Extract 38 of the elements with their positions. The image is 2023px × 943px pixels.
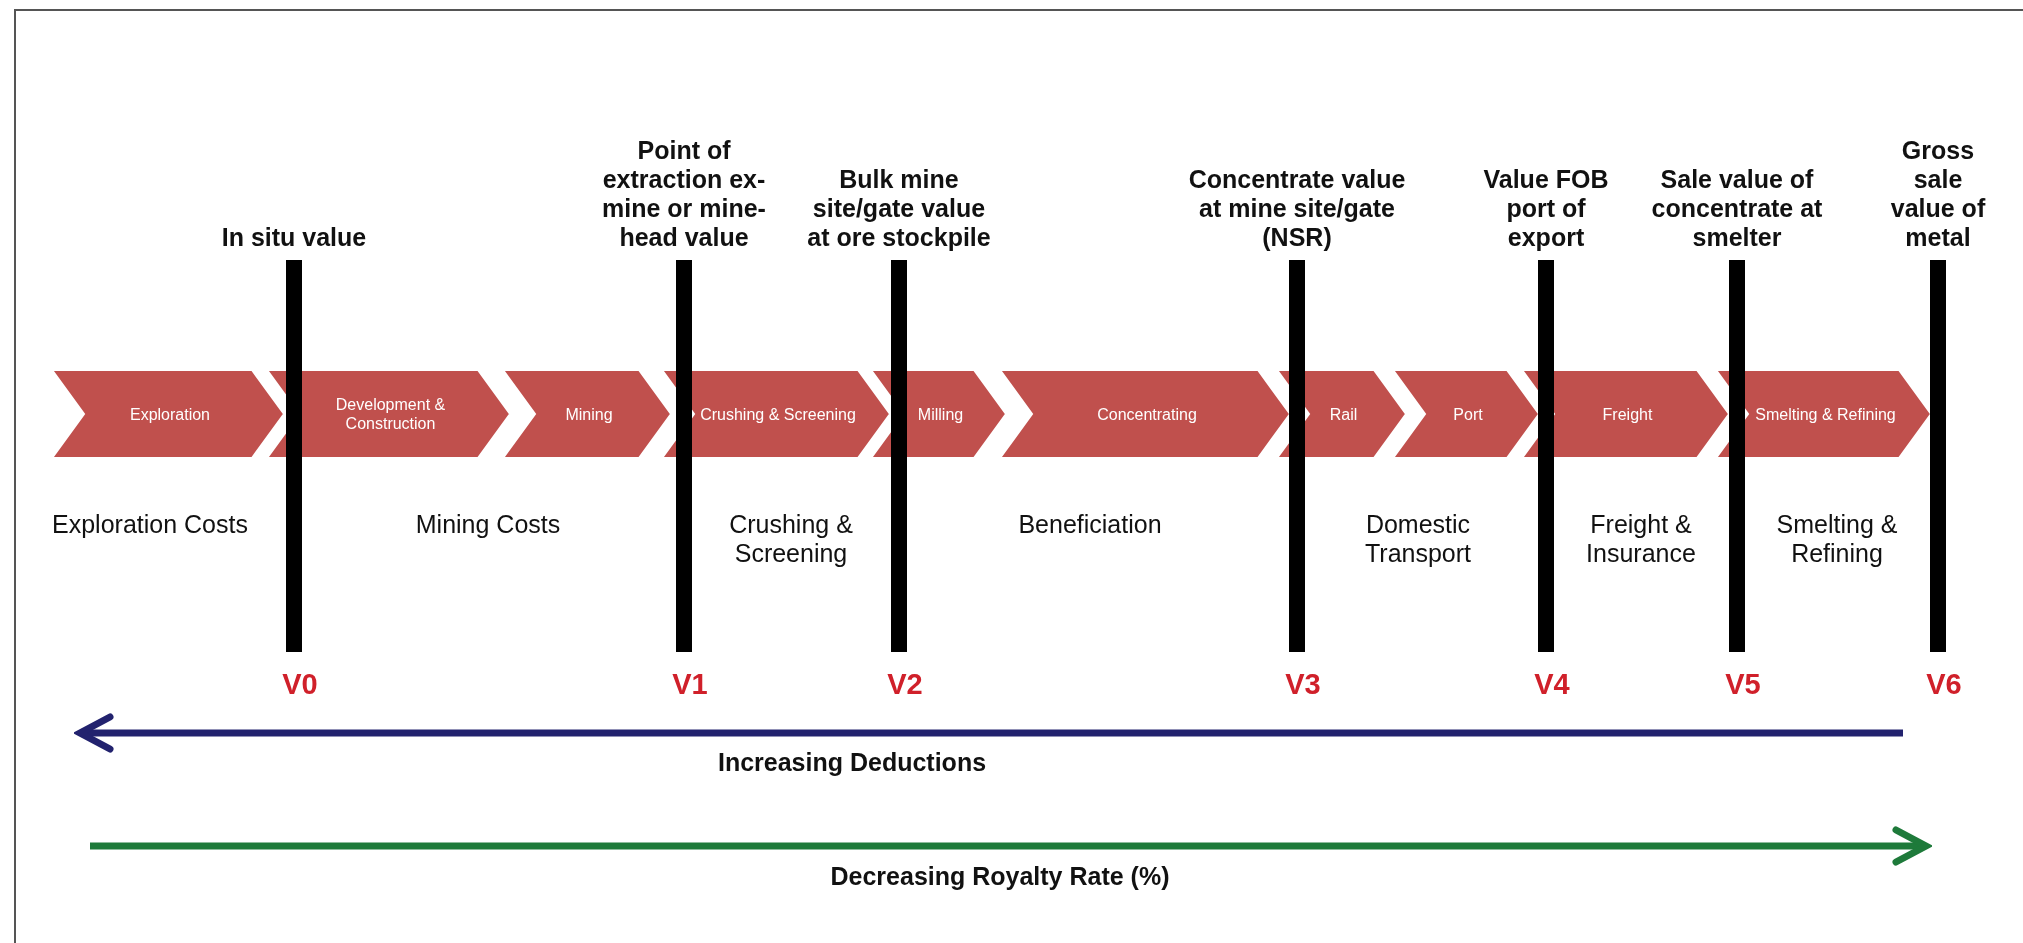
cost-stage-label: Exploration Costs	[51, 510, 249, 539]
chevron-step	[1522, 370, 1729, 458]
step-label: Freight	[1602, 404, 1653, 424]
value-point-heading: In situ value	[220, 223, 368, 252]
chevron-step	[52, 370, 284, 458]
step-label: Exploration	[129, 404, 210, 424]
cost-stage-label: Smelting & Refining	[1775, 510, 1899, 568]
value-point-heading: Bulk mine site/gate value at ore stockpile	[806, 165, 992, 252]
step-label: Smelting & Refining	[1755, 404, 1896, 424]
step-label: Milling	[917, 404, 964, 424]
step-label: Concentrating	[1097, 404, 1197, 424]
cost-stage-label: Beneficiation	[1017, 510, 1163, 539]
arrow-label: Decreasing Royalty Rate (%)	[829, 862, 1171, 891]
cost-stage-label: Domestic Transport	[1363, 510, 1473, 568]
value-marker-label: V4	[1533, 668, 1571, 701]
value-point-heading: Gross sale value of metal	[1889, 136, 1987, 252]
cost-stage-label: Freight & Insurance	[1585, 510, 1697, 568]
value-point-heading: Sale value of concentrate at smelter	[1650, 165, 1824, 252]
chevron-step	[503, 370, 671, 458]
chevron-step	[267, 370, 510, 458]
step-label: Development & Construction	[334, 395, 447, 433]
step-label: Crushing & Screening	[700, 404, 856, 424]
cost-stage-label: Mining Costs	[414, 510, 562, 539]
value-marker-label: V5	[1724, 668, 1762, 701]
step-label: Port	[1453, 404, 1483, 424]
chevron-step	[1393, 370, 1539, 458]
step-label: Rail	[1329, 404, 1358, 424]
value-marker-label: V2	[886, 668, 924, 701]
arrow-label: Increasing Deductions	[716, 748, 988, 777]
value-marker-label: V1	[671, 668, 709, 701]
value-point-heading: Concentrate value at mine site/gate (NSR)	[1187, 165, 1407, 252]
value-marker-label: V0	[281, 668, 319, 701]
value-point-heading: Value FOB port of export	[1482, 165, 1610, 252]
value-marker-label: V3	[1284, 668, 1322, 701]
step-label: Mining	[565, 404, 613, 424]
cost-stage-label: Crushing & Screening	[728, 510, 854, 568]
value-point-heading: Point of extraction ex-mine or mine-head value	[601, 136, 767, 252]
value-marker-label: V6	[1925, 668, 1963, 701]
